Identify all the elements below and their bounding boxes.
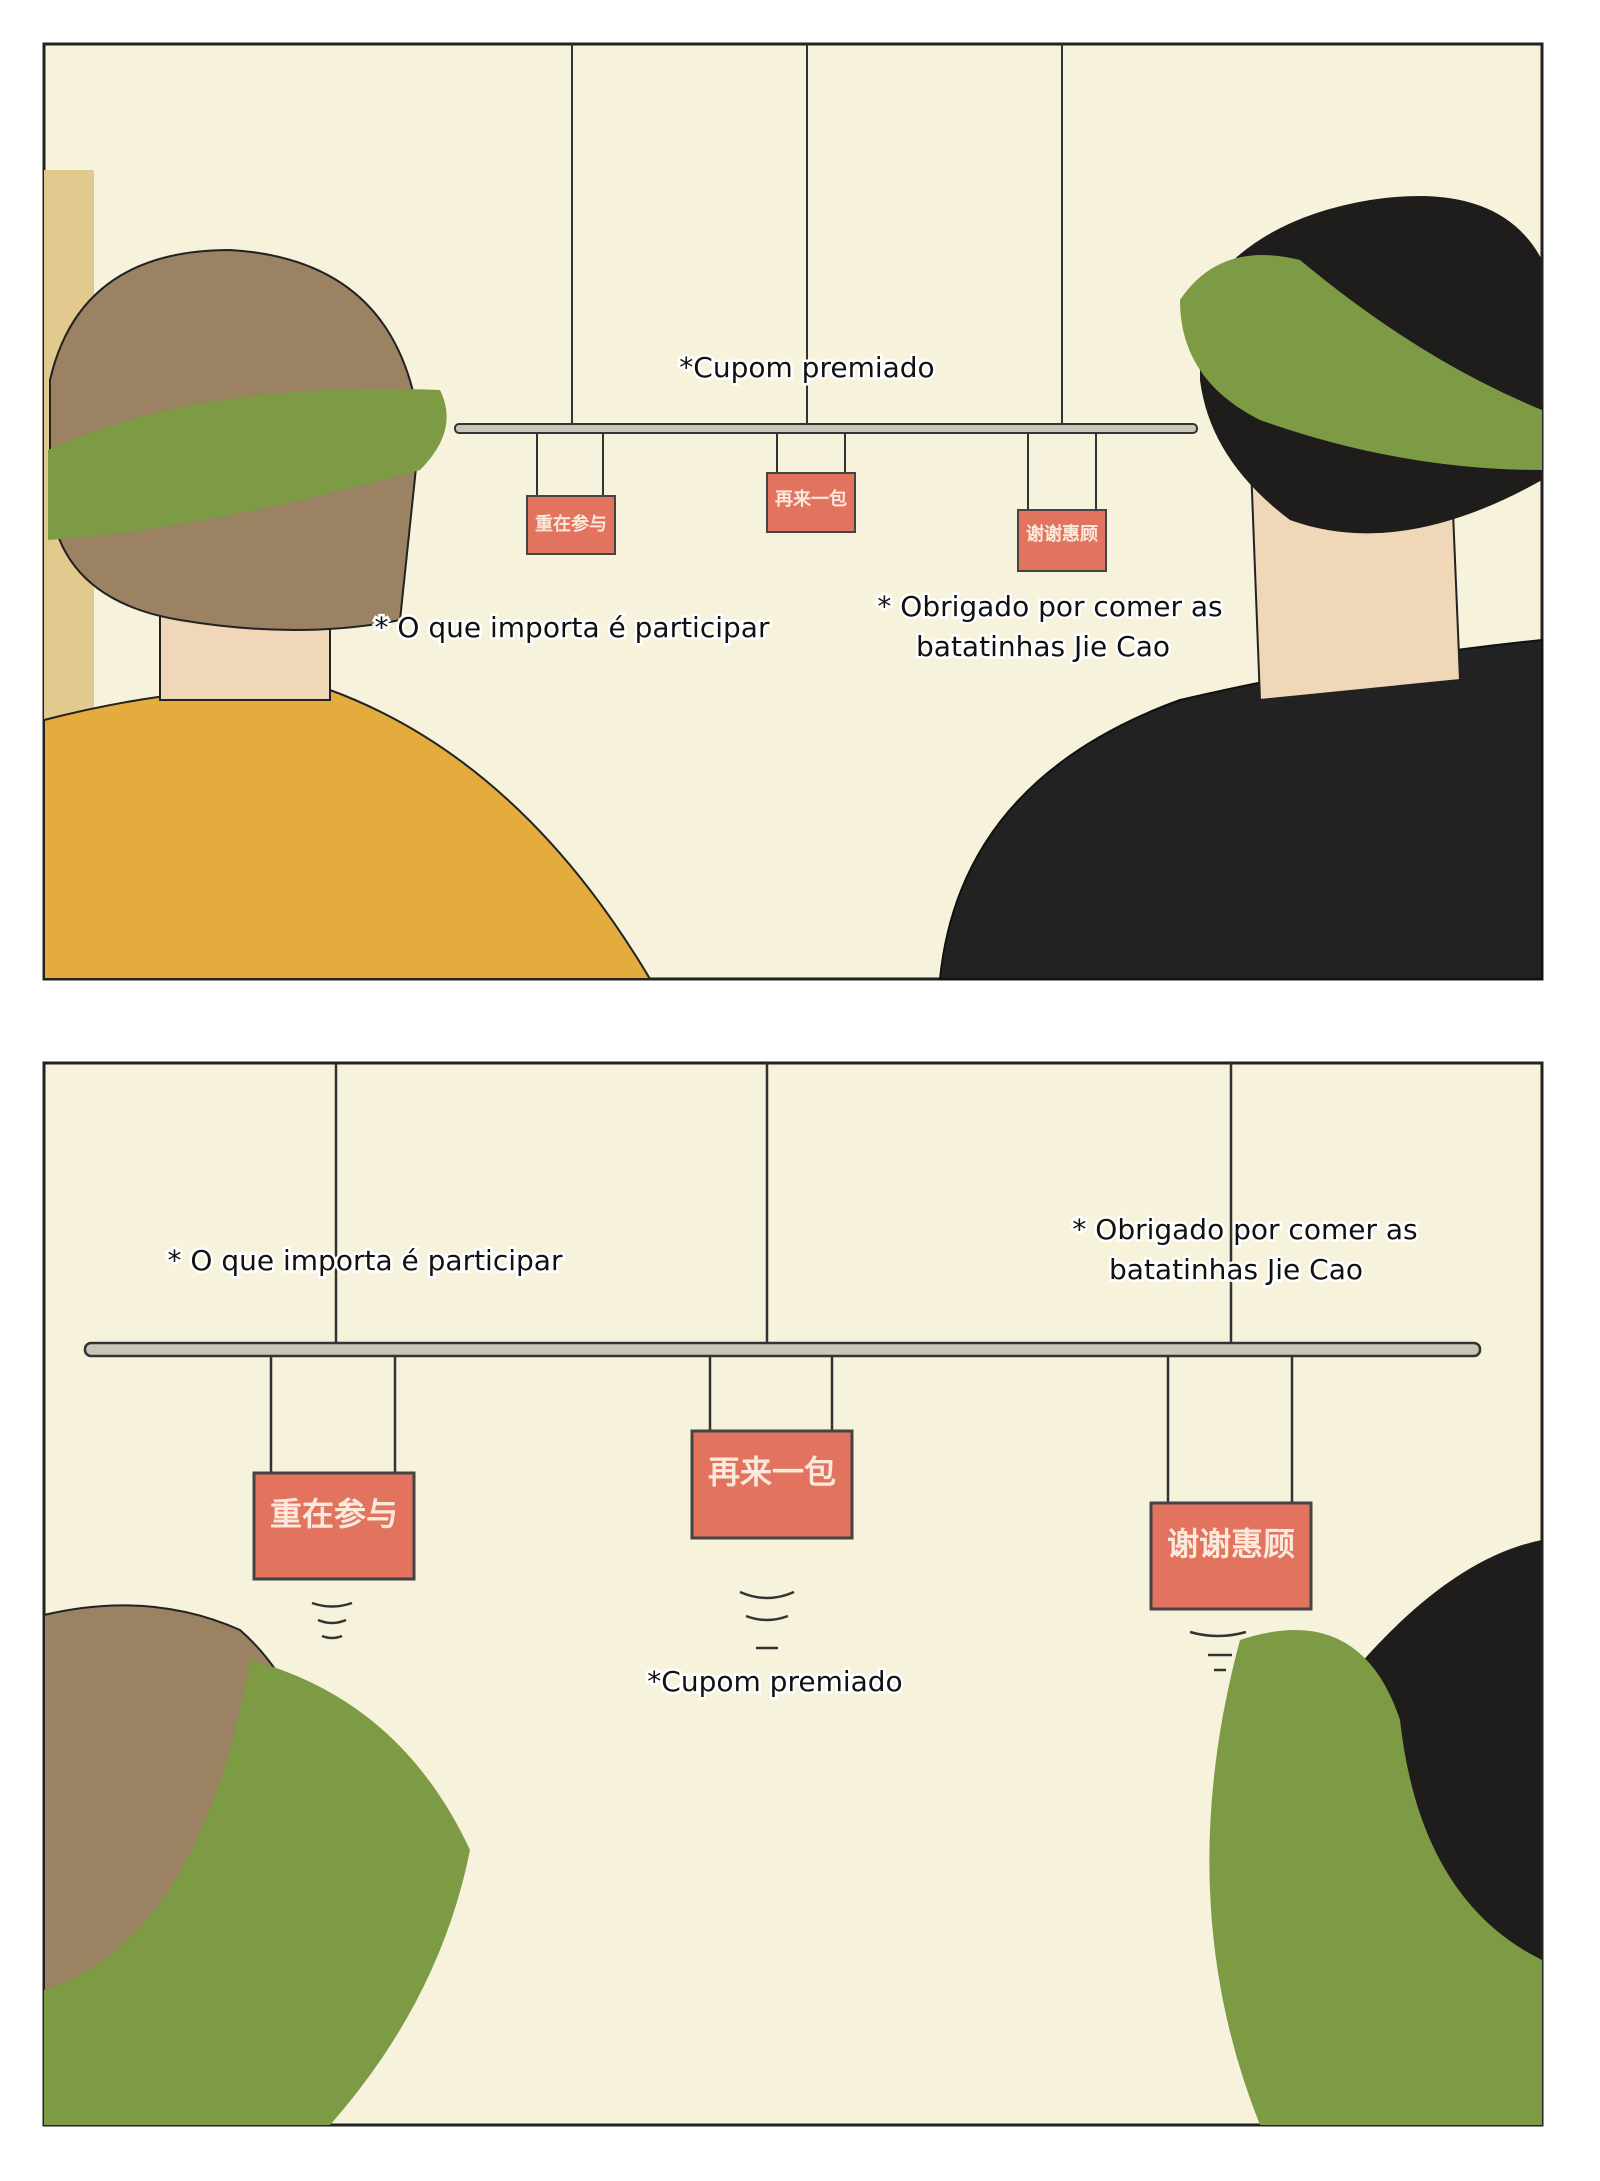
caption-thanks-2-line1: * Obrigado por comer as bbox=[1072, 1213, 1417, 1246]
caption-prize: *Cupom premiado bbox=[679, 351, 934, 384]
hanging-bar-2 bbox=[83, 1341, 1482, 1358]
panel-1: 重在参与 再来一包 谢谢惠顾 *Cupom premiado * O que i… bbox=[42, 42, 1544, 981]
svg-text:重在参与: 重在参与 bbox=[270, 1495, 398, 1533]
sign-participate-2: 重在参与 bbox=[252, 1471, 416, 1581]
caption-prize-2: *Cupom premiado bbox=[647, 1665, 902, 1698]
svg-text:重在参与: 重在参与 bbox=[535, 513, 607, 535]
character-right bbox=[938, 196, 1543, 980]
flower-crown-right bbox=[1180, 255, 1542, 470]
svg-text:再来一包: 再来一包 bbox=[708, 1453, 836, 1491]
svg-text:再来一包: 再来一包 bbox=[775, 488, 847, 510]
sign-prize-2: 再来一包 bbox=[690, 1429, 854, 1540]
hanging-bar bbox=[454, 423, 1198, 434]
hanging-wires bbox=[536, 44, 1097, 510]
panel-2: 重在参与 再来一包 谢谢惠顾 * O que importa é partici… bbox=[42, 1061, 1544, 2127]
hanging-wires-2 bbox=[269, 1063, 1294, 1503]
sign-thanks: 谢谢惠顾 bbox=[1017, 509, 1107, 572]
swing-marks bbox=[311, 1590, 1247, 1672]
character-left bbox=[43, 248, 652, 980]
character-right-2 bbox=[1209, 1540, 1542, 2125]
character-left-2 bbox=[43, 1604, 470, 2126]
caption-participate: * O que importa é participar bbox=[375, 611, 770, 644]
sign-thanks-2: 谢谢惠顾 bbox=[1149, 1501, 1313, 1611]
flower-crown-left-2 bbox=[44, 1660, 470, 2125]
sign-prize: 再来一包 bbox=[766, 472, 856, 533]
sign-participate: 重在参与 bbox=[526, 495, 616, 555]
caption-thanks-line1: * Obrigado por comer as bbox=[877, 590, 1222, 623]
flower-crown-right-2 bbox=[1209, 1630, 1542, 2125]
flower-crown-left bbox=[48, 388, 447, 540]
caption-thanks-line2: batatinhas Jie Cao bbox=[916, 630, 1170, 663]
yellow-shirt bbox=[43, 687, 652, 980]
svg-text:谢谢惠顾: 谢谢惠顾 bbox=[1026, 523, 1098, 545]
caption-thanks-2-line2: batatinhas Jie Cao bbox=[1109, 1253, 1363, 1286]
caption-participate-2: * O que importa é participar bbox=[168, 1244, 563, 1277]
svg-text:谢谢惠顾: 谢谢惠顾 bbox=[1167, 1525, 1295, 1563]
